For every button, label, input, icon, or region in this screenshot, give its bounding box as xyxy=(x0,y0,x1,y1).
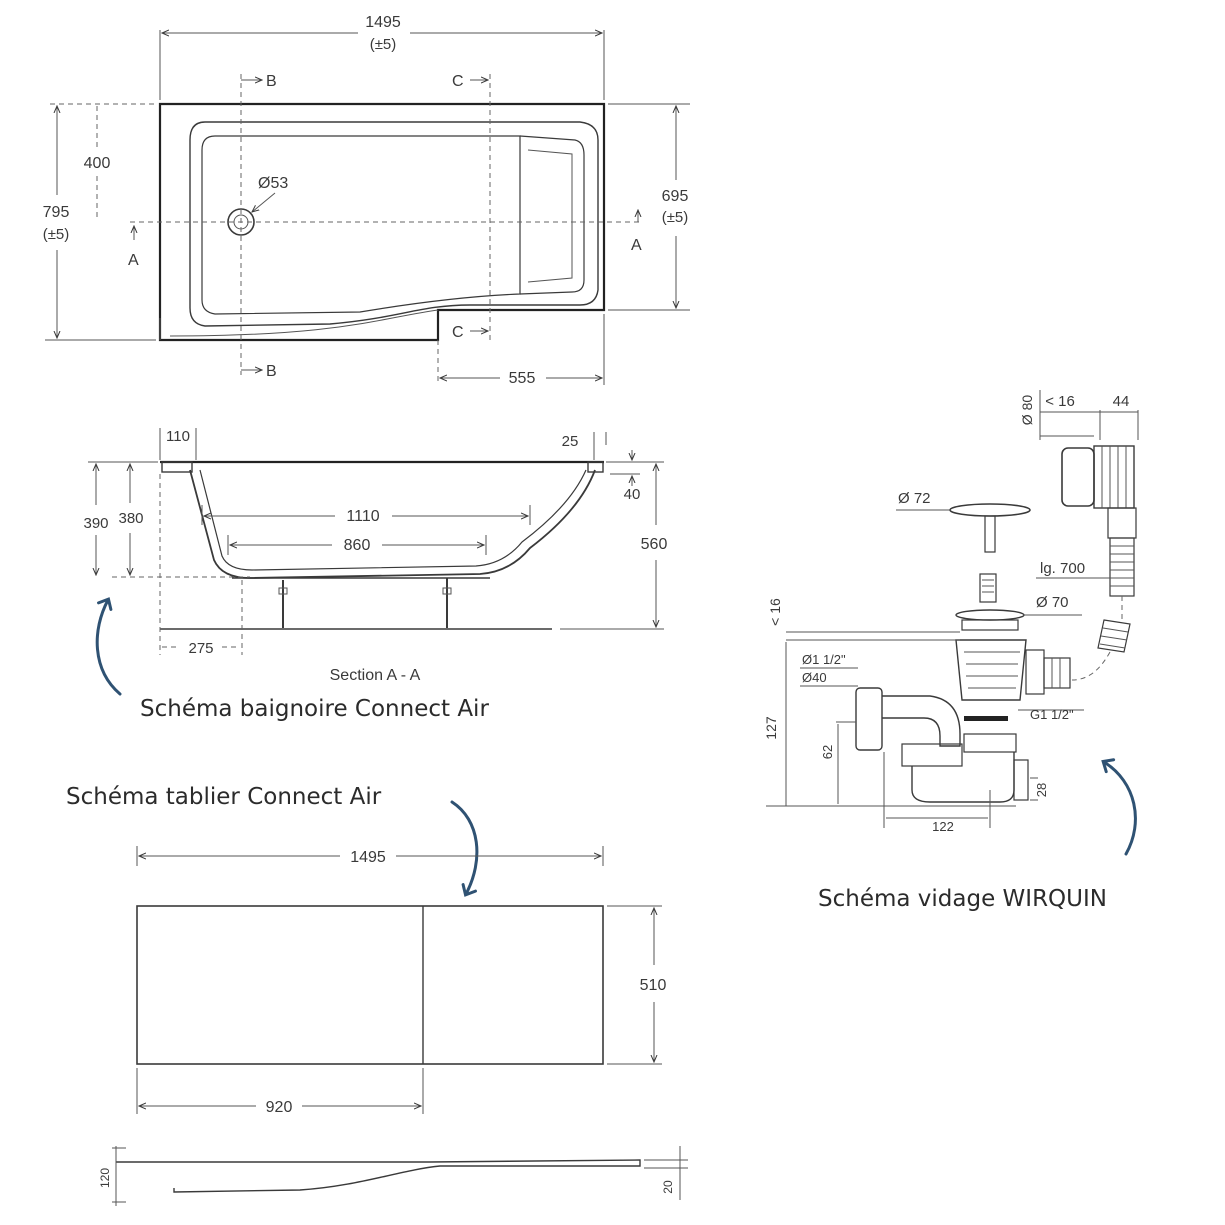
caption-waste: Schéma vidage WIRQUIN xyxy=(818,886,1107,912)
bath-plan-view: 1495 (±5) 795 (±5) 400 695 (±5) 555 Ø53 … xyxy=(43,14,690,387)
plan-right-tolerance: (±5) xyxy=(662,209,689,226)
section-title: Section A - A xyxy=(330,667,421,684)
waste-127-label: 127 xyxy=(763,716,779,740)
plan-400-label: 400 xyxy=(84,155,111,172)
waste-16-side-label: < 16 xyxy=(767,598,783,626)
waste-80-label: Ø 80 xyxy=(1019,395,1035,426)
waste-g1-5-label: G1 1/2" xyxy=(1030,707,1074,722)
section-380-label: 380 xyxy=(118,510,143,527)
plan-555-label: 555 xyxy=(509,370,536,387)
caption-bath: Schéma baignoire Connect Air xyxy=(140,696,489,722)
section-25-label: 25 xyxy=(562,433,579,450)
waste-40-label: Ø40 xyxy=(802,670,827,685)
plan-width-label: 1495 xyxy=(365,14,401,31)
caption-arrow-waste xyxy=(1101,758,1137,856)
section-390-label: 390 xyxy=(83,515,108,532)
panel-20-label: 20 xyxy=(661,1180,675,1194)
plan-mark-a-right: A xyxy=(631,237,642,254)
plan-drain-label: Ø53 xyxy=(258,175,288,192)
plan-mark-c-bottom: C xyxy=(452,324,464,341)
waste-28-label: 28 xyxy=(1034,783,1049,797)
section-860-label: 860 xyxy=(344,537,371,554)
waste-122-label: 122 xyxy=(932,819,954,834)
waste-70-label: Ø 70 xyxy=(1036,594,1069,611)
plan-mark-b-bottom: B xyxy=(266,363,277,380)
waste-drawing: Ø 80 < 16 44 Ø 72 lg. 700 Ø 70 < 16 Ø1 1… xyxy=(763,390,1139,834)
waste-16-top-label: < 16 xyxy=(1045,393,1075,410)
plan-mark-c-top: C xyxy=(452,73,464,90)
waste-lg700-label: lg. 700 xyxy=(1040,560,1085,577)
section-275-label: 275 xyxy=(188,640,213,657)
plan-mark-a-left: A xyxy=(128,252,139,269)
panel-height-label: 510 xyxy=(640,977,667,994)
section-560-label: 560 xyxy=(641,536,668,553)
panel-width-label: 1495 xyxy=(350,849,386,866)
bath-section-view: 110 25 40 390 380 1110 860 xyxy=(83,428,667,684)
section-110-label: 110 xyxy=(166,428,190,445)
panel-120-label: 120 xyxy=(98,1168,112,1188)
waste-62-label: 62 xyxy=(820,745,835,759)
waste-72-label: Ø 72 xyxy=(898,490,931,507)
panel-drawing: 1495 510 920 120 20 xyxy=(98,846,688,1206)
section-1110-label: 1110 xyxy=(346,508,379,525)
caption-arrow-bath xyxy=(95,597,122,696)
caption-arrow-panel xyxy=(450,800,479,897)
waste-44-label: 44 xyxy=(1113,393,1130,410)
plan-height-tolerance: (±5) xyxy=(43,226,70,243)
plan-right-height-label: 695 xyxy=(662,188,689,205)
panel-920-label: 920 xyxy=(266,1099,293,1116)
plan-mark-b-top: B xyxy=(266,73,277,90)
plan-height-label: 795 xyxy=(43,204,70,221)
caption-panel: Schéma tablier Connect Air xyxy=(66,784,382,810)
plan-width-tolerance: (±5) xyxy=(370,36,397,53)
waste-1-5-label: Ø1 1/2" xyxy=(802,652,846,667)
section-40-label: 40 xyxy=(624,486,641,503)
